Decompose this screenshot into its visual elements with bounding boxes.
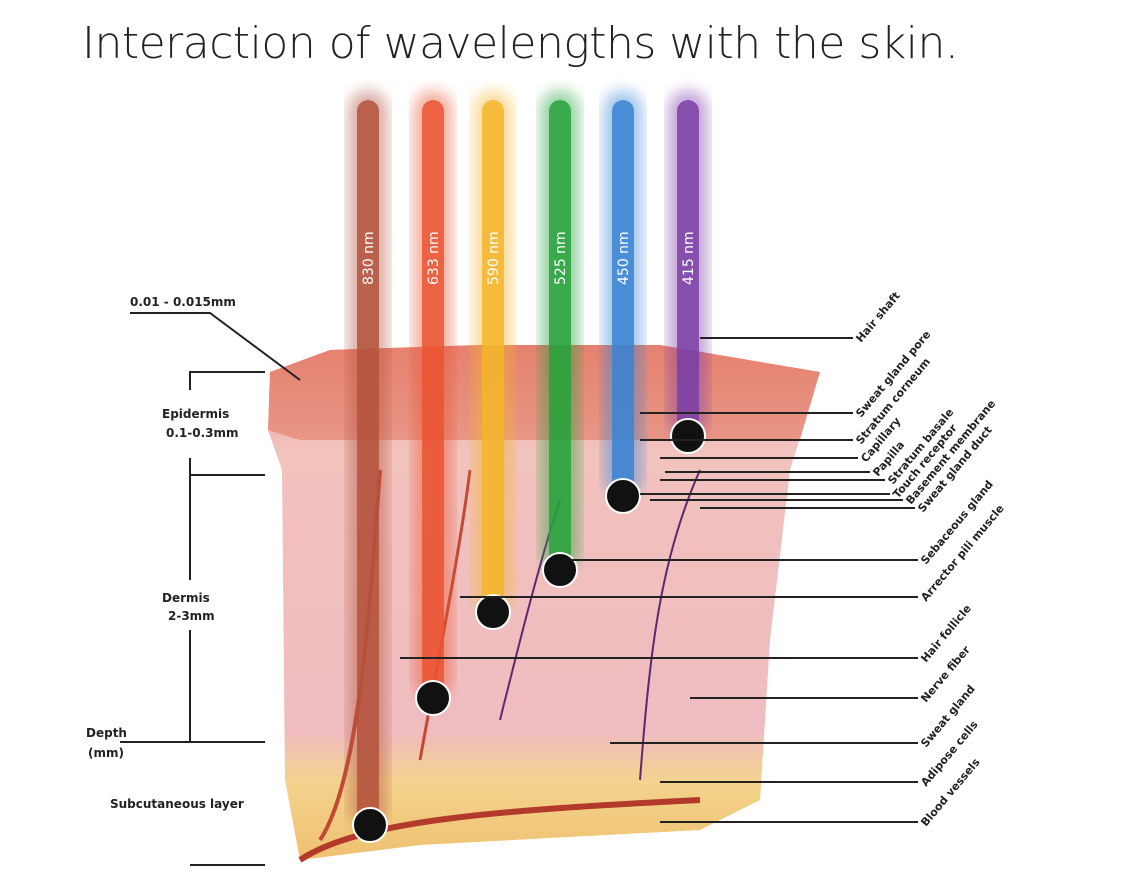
beam-label: 415 nm xyxy=(681,231,697,285)
absorption-point xyxy=(475,594,511,630)
beam-830-nm: 830 nm xyxy=(348,90,388,843)
label-depth: Depth xyxy=(86,726,127,740)
beam-label: 830 nm xyxy=(361,231,377,285)
beam-label: 450 nm xyxy=(616,231,632,285)
absorption-point xyxy=(605,478,641,514)
leader-line xyxy=(130,312,301,381)
label-dermis_depth: 2-3mm xyxy=(168,609,215,623)
label-surface: 0.01 - 0.015mm xyxy=(130,295,236,309)
absorption-point xyxy=(670,418,706,454)
label-epidermis: Epidermis xyxy=(162,407,229,421)
beam-590-nm: 590 nm xyxy=(473,90,513,630)
absorption-point xyxy=(542,552,578,588)
label-depth_unit: (mm) xyxy=(88,746,124,760)
label-hair-shaft: Hair shaft xyxy=(853,289,902,344)
label-epidermis_depth: 0.1-0.3mm xyxy=(166,426,239,440)
label-adipose-cells: Adipose cells xyxy=(918,718,981,789)
diagram-title: Interaction of wavelengths with the skin… xyxy=(82,18,959,69)
label-dermis: Dermis xyxy=(162,591,210,605)
leader-line xyxy=(189,458,265,476)
beam-525-nm: 525 nm xyxy=(540,90,580,588)
leader-line xyxy=(189,371,265,390)
absorption-point xyxy=(352,807,388,843)
beam-label: 633 nm xyxy=(426,231,442,285)
leader-line xyxy=(189,630,265,743)
beam-label: 525 nm xyxy=(553,231,569,285)
beam-415-nm: 415 nm xyxy=(668,90,708,454)
label-blood-vessels: Blood vessels xyxy=(918,756,983,829)
beam-450-nm: 450 nm xyxy=(603,90,643,514)
absorption-point xyxy=(415,680,451,716)
beam-633-nm: 633 nm xyxy=(413,90,453,716)
label-subcutaneous: Subcutaneous layer xyxy=(110,797,244,811)
beam-label: 590 nm xyxy=(486,231,502,285)
